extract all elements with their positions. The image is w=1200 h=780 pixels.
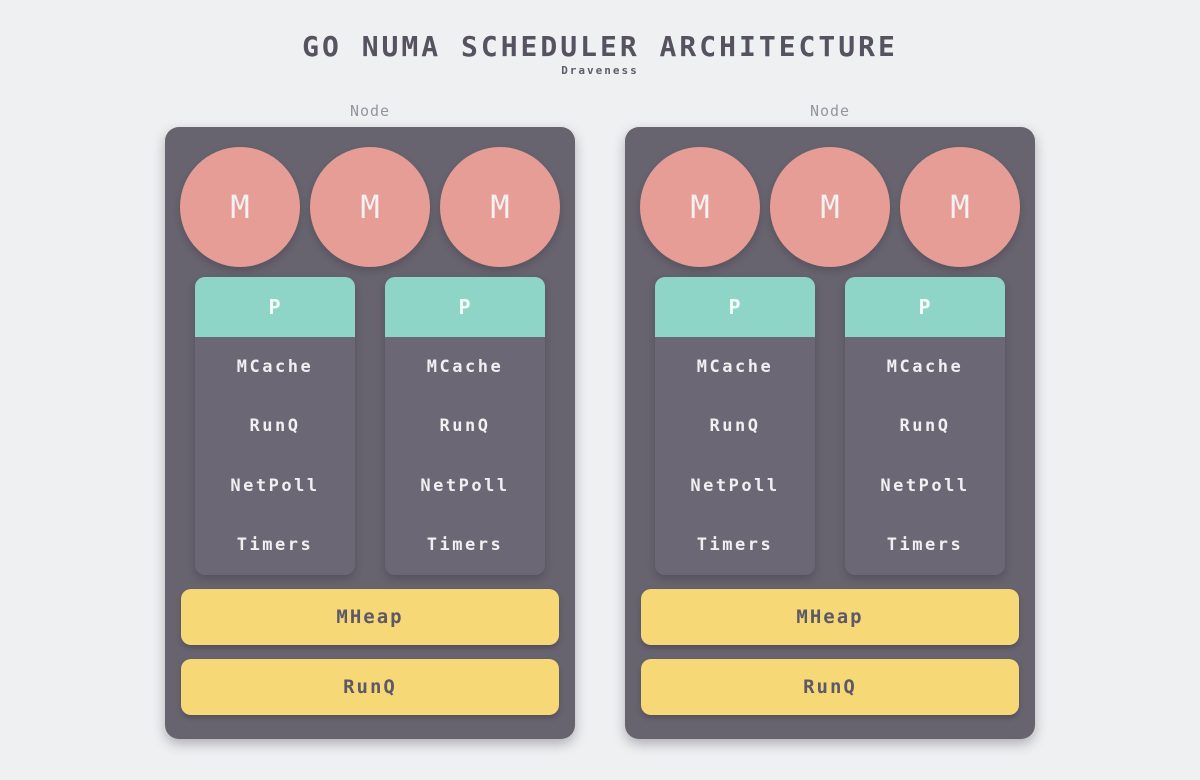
processor-card: P MCache RunQ NetPoll Timers [655, 277, 815, 575]
processor-item-timers: Timers [426, 535, 504, 556]
processor-item-netpoll: NetPoll [880, 475, 970, 496]
processor-item-timers: Timers [696, 535, 774, 556]
processor-item-mcache: MCache [696, 356, 774, 377]
processor-header: P [385, 277, 545, 337]
processor-header: P [655, 277, 815, 337]
node-label: Node [809, 102, 851, 120]
processor-item-netpoll: NetPoll [420, 475, 510, 496]
machine-circle: M [900, 147, 1020, 267]
processor-item-runq: RunQ [899, 416, 951, 437]
author-credit: Draveness [561, 64, 639, 77]
processor-item-timers: Timers [236, 535, 314, 556]
machine-circle: M [180, 147, 300, 267]
mheap-bar: MHeap [181, 589, 559, 645]
processor-item-timers: Timers [886, 535, 964, 556]
processor-header: P [845, 277, 1005, 337]
processor-header: P [195, 277, 355, 337]
processor-item-runq: RunQ [439, 416, 491, 437]
processor-item-runq: RunQ [709, 416, 761, 437]
machine-circle: M [640, 147, 760, 267]
processor-body: MCache RunQ NetPoll Timers [195, 337, 355, 575]
mheap-bar: MHeap [641, 589, 1019, 645]
processor-item-mcache: MCache [236, 356, 314, 377]
processor-item-runq: RunQ [249, 416, 301, 437]
machine-circle: M [440, 147, 560, 267]
node-label: Node [349, 102, 391, 120]
machine-circle: M [310, 147, 430, 267]
node-card: M M M P MCache RunQ NetPoll Timers P MCa… [625, 127, 1035, 739]
processor-card: P MCache RunQ NetPoll Timers [385, 277, 545, 575]
processor-item-mcache: MCache [886, 356, 964, 377]
processor-item-mcache: MCache [426, 356, 504, 377]
processor-body: MCache RunQ NetPoll Timers [845, 337, 1005, 575]
processor-item-netpoll: NetPoll [230, 475, 320, 496]
global-runq-bar: RunQ [181, 659, 559, 715]
machine-circle: M [770, 147, 890, 267]
global-runq-bar: RunQ [641, 659, 1019, 715]
processor-body: MCache RunQ NetPoll Timers [385, 337, 545, 575]
processor-card: P MCache RunQ NetPoll Timers [195, 277, 355, 575]
processor-body: MCache RunQ NetPoll Timers [655, 337, 815, 575]
processor-card: P MCache RunQ NetPoll Timers [845, 277, 1005, 575]
processor-item-netpoll: NetPoll [690, 475, 780, 496]
page-title: GO NUMA SCHEDULER ARCHITECTURE [302, 30, 898, 63]
node-card: M M M P MCache RunQ NetPoll Timers P MCa… [165, 127, 575, 739]
